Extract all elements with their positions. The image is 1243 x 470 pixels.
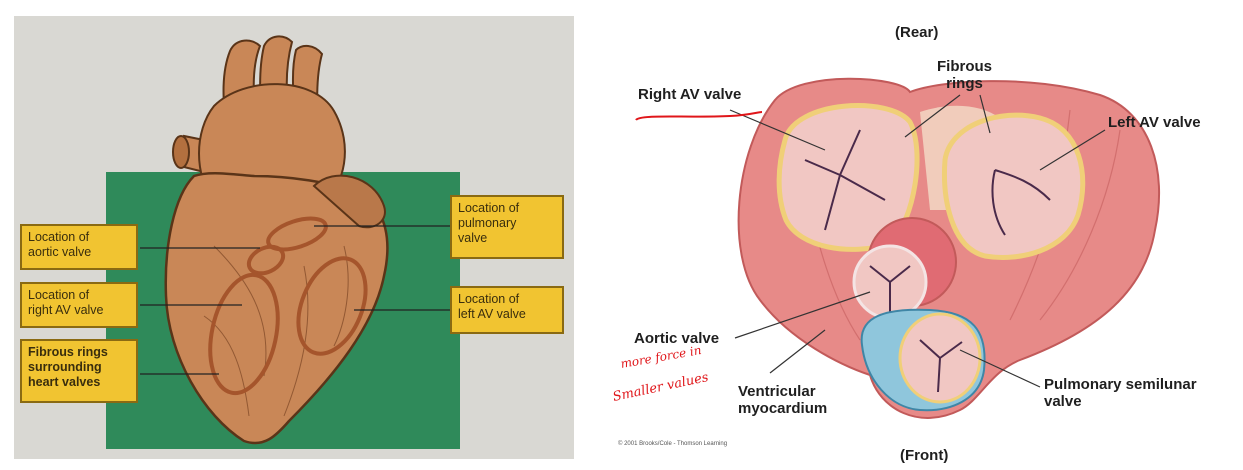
leader-myocardium xyxy=(769,329,826,374)
copyright-credit: © 2001 Brooks/Cole - Thomson Learning xyxy=(618,441,728,447)
label-aortic-valve: Aortic valve xyxy=(634,330,720,347)
label-fibrous-rings: Fibrous rings xyxy=(937,58,992,92)
right-av-cusps xyxy=(804,129,886,231)
left-atrium xyxy=(312,174,386,229)
leader-left-av xyxy=(1039,129,1106,171)
aortic-ring xyxy=(246,244,286,276)
pulmonary-cusps xyxy=(919,339,963,393)
right-valve-illustration xyxy=(635,77,1161,419)
vein-opening xyxy=(172,135,190,169)
leader-fibrous-1 xyxy=(904,94,961,138)
leader-right-av xyxy=(729,109,826,151)
label-pulmonary-location: Location of pulmonary valve xyxy=(450,195,564,259)
leader-pulmonary xyxy=(959,349,1041,388)
label-fibrous-rings-left: Fibrous rings surrounding heart valves xyxy=(20,339,138,403)
label-right-av-location: Location of right AV valve xyxy=(20,282,138,328)
pulmonary-ring xyxy=(266,216,328,252)
label-left-av-valve: Left AV valve xyxy=(1108,114,1201,131)
coronary-vessels xyxy=(203,245,349,417)
label-ventricular-myocardium: Ventricular myocardium xyxy=(738,383,828,417)
left-av-cusps xyxy=(991,169,1051,236)
label-left-av-location: Location of left AV valve xyxy=(450,286,564,334)
label-front: (Front) xyxy=(900,447,949,464)
handwritten-underline xyxy=(635,111,763,121)
right-av-ring xyxy=(208,272,280,396)
label-aortic-valve-location: Location of aortic valve xyxy=(20,224,138,270)
label-pulmonary-semilunar-valve: Pulmonary semilunar valve xyxy=(1044,376,1197,410)
leader-aortic xyxy=(734,291,871,339)
aortic-arch xyxy=(198,83,346,202)
left-av-ring xyxy=(296,256,368,356)
label-rear: (Rear) xyxy=(895,24,939,41)
aortic-cusps xyxy=(869,265,911,312)
left-heart-figure: Location of aortic valve Location of rig… xyxy=(14,16,574,459)
left-heart-illustration xyxy=(106,35,460,449)
leader-fibrous-2 xyxy=(979,94,991,134)
left-av-valve xyxy=(942,112,1086,260)
label-right-av-valve: Right AV valve xyxy=(638,86,742,103)
